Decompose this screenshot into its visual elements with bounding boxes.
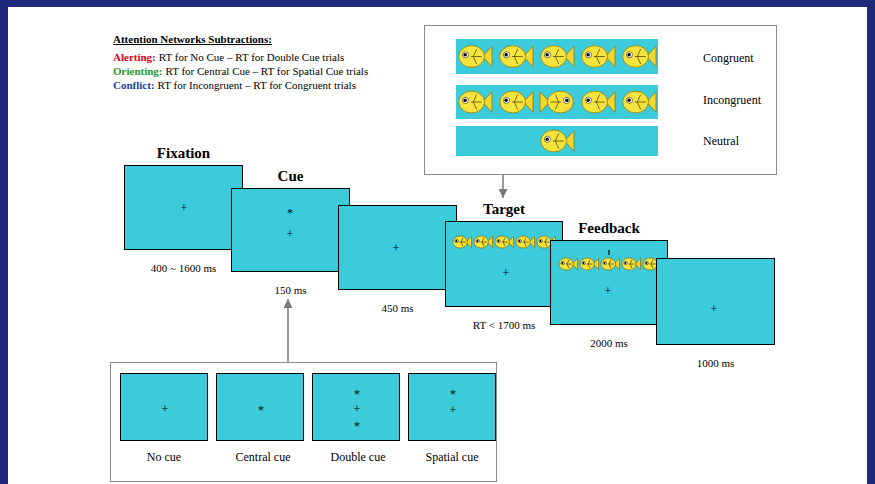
condition-label: Incongruent xyxy=(703,93,761,107)
stimulus-figure xyxy=(446,222,562,306)
feedback-mark xyxy=(608,250,609,255)
fish-figure xyxy=(540,91,573,113)
fish-figure xyxy=(500,46,533,68)
screen-frame: Target + RT < 1700 ms xyxy=(445,200,563,332)
fish-figure xyxy=(582,91,615,113)
cue-screen: *+ xyxy=(408,373,496,441)
duration-label: 2000 ms xyxy=(550,337,668,350)
stimulus-strip xyxy=(456,126,658,156)
caption-holder: 450 ms xyxy=(338,302,457,315)
duration-label: 450 ms xyxy=(338,302,457,315)
display-screen: + xyxy=(550,240,668,325)
fixation-cross: + xyxy=(354,403,361,415)
cue-type-label: Double cue xyxy=(331,450,386,464)
fixation-cross: + xyxy=(711,303,718,315)
screen-frame: Fixation +400 ~ 1600 ms xyxy=(124,144,243,275)
fish-figure xyxy=(622,258,641,270)
network-name: Orienting: xyxy=(113,65,163,78)
fixation-cross: + xyxy=(503,267,510,279)
fixation-cross: + xyxy=(287,228,294,240)
condition-label: Congruent xyxy=(703,51,754,65)
duration-label: 1000 ms xyxy=(656,357,775,370)
fish-figure xyxy=(559,258,578,270)
screen-frame: Feedback +2000 ms xyxy=(550,219,668,350)
fish-figure xyxy=(453,236,472,248)
caption-holder: 2000 ms xyxy=(550,337,668,350)
fish-figure xyxy=(582,46,615,68)
duration-label: 150 ms xyxy=(231,284,350,297)
cue-screen: * xyxy=(216,373,304,441)
inset-panel: CongruentIncongruentNeutral xyxy=(424,25,777,175)
stimulus-strip xyxy=(456,85,658,119)
duration-label: 400 ~ 1600 ms xyxy=(124,262,243,275)
fish-figure xyxy=(474,236,493,248)
screen-title: Feedback xyxy=(550,219,668,237)
duration-label: RT < 1700 ms xyxy=(445,319,563,332)
display-screen: + xyxy=(656,258,775,345)
fish-figure xyxy=(623,46,656,68)
fish-figure xyxy=(541,130,574,152)
title-holder: Feedback xyxy=(550,219,668,237)
caption-holder: 400 ~ 1600 ms xyxy=(124,262,243,275)
fish-figure xyxy=(500,91,533,113)
condition-label: Neutral xyxy=(703,134,739,148)
stimulus-strip xyxy=(456,39,658,74)
fish-figure xyxy=(459,46,492,68)
network-name: Conflict: xyxy=(113,79,155,92)
flow-arrow xyxy=(287,299,289,362)
title-holder: Target xyxy=(445,200,563,218)
fish-figure xyxy=(601,258,620,270)
cue-asterisk: * xyxy=(258,404,264,416)
screen-title: Target xyxy=(445,200,563,218)
screen-frame: +450 ms xyxy=(338,205,457,315)
fixation-cross: + xyxy=(605,285,612,297)
network-name: Alerting: xyxy=(113,51,156,64)
flow-arrow xyxy=(502,175,504,198)
section-heading: Attention Networks Subtractions: xyxy=(113,33,272,46)
fixation-cross: + xyxy=(450,404,457,416)
fish-figure xyxy=(623,91,656,113)
cue-asterisk: * xyxy=(354,388,360,400)
cue-type-label: Spatial cue xyxy=(426,450,479,464)
screen-frame: +1000 ms xyxy=(656,258,775,370)
fish-figure xyxy=(495,236,514,248)
formula-text: RT for No Cue – RT for Double Cue trials xyxy=(159,51,345,64)
formula-text: RT for Incongruent – RT for Congruent tr… xyxy=(158,79,356,92)
display-screen: + xyxy=(445,221,563,307)
formula-text: RT for Central Cue – RT for Spatial Cue … xyxy=(166,65,369,78)
caption-holder: 150 ms xyxy=(231,284,350,297)
screen-title: Cue xyxy=(231,167,350,185)
fixation-cross: + xyxy=(162,403,169,415)
cue-type-label: No cue xyxy=(147,450,181,464)
screen-frame: Cue*+150 ms xyxy=(231,167,350,297)
screen-title: Fixation xyxy=(124,144,243,162)
cue-asterisk: * xyxy=(354,420,360,432)
inset-panel: No cueCentral cueDouble cueSpatial cue+*… xyxy=(110,362,497,482)
display-screen: + xyxy=(124,165,243,250)
caption-holder: 1000 ms xyxy=(656,357,775,370)
fish-figure xyxy=(580,258,599,270)
display-screen: + xyxy=(338,205,457,290)
display-screen: *+ xyxy=(231,188,350,272)
cue-screen: + xyxy=(120,373,208,441)
cue-asterisk: * xyxy=(450,388,456,400)
cue-type-label: Central cue xyxy=(236,450,291,464)
cue-asterisk: * xyxy=(287,207,293,219)
fish-figure xyxy=(516,236,535,248)
fish-figure xyxy=(541,46,574,68)
fish-figure xyxy=(459,91,492,113)
title-holder: Cue xyxy=(231,167,350,185)
title-holder: Fixation xyxy=(124,144,243,162)
caption-holder: RT < 1700 ms xyxy=(445,319,563,332)
fixation-cross: + xyxy=(181,202,188,214)
cue-screen: * + * xyxy=(312,373,400,441)
fixation-cross: + xyxy=(393,242,400,254)
stimulus-figure xyxy=(551,241,667,324)
